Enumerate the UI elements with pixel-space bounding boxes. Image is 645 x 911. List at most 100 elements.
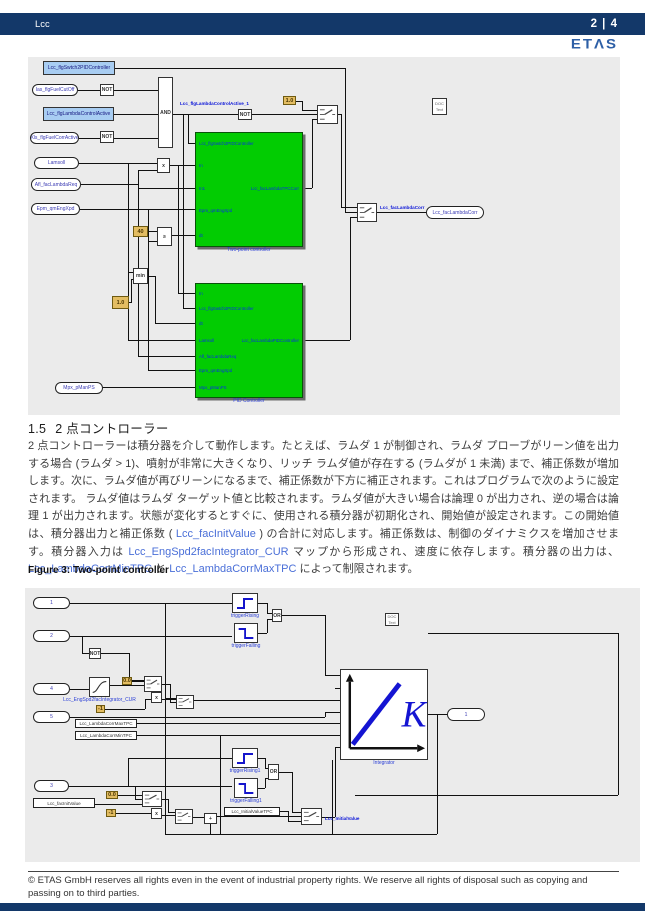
signal-wire (267, 603, 268, 613)
signal-wire (173, 114, 238, 115)
signal-wire (428, 714, 447, 715)
signal-wire (257, 788, 265, 789)
signal-wire (267, 619, 268, 633)
subsystem-inport-label: Afl_facLambdaReq (199, 354, 237, 359)
block-name-label: triggerFalling1 (230, 798, 262, 804)
inline-parameter-link[interactable]: Lcc_LambdaCorrMaxTPC (169, 563, 297, 576)
signal-wire (178, 165, 179, 293)
footer-divider (28, 871, 619, 872)
signal-wire (168, 799, 169, 812)
signal-wire (335, 700, 340, 701)
signal-wire (78, 90, 100, 91)
signal-wire (128, 758, 232, 759)
subsystem-inport-label: In (199, 291, 203, 296)
port-oval-ias-flgfuelcutoff: Ias_flgFuelCutOff (32, 84, 78, 96)
signal-wire (335, 747, 340, 748)
signal-wire (188, 114, 189, 143)
port-oval-lamsoll: Lamsoll (34, 157, 79, 169)
signal-label-lcc-initialvalue: Lcc_InitialValue (325, 816, 360, 821)
subsystem-inport-label: Lamsoll (199, 338, 215, 343)
doc-text-line: Text (435, 106, 444, 112)
page-bottom-bar (0, 903, 645, 911)
signal-wire (103, 387, 195, 388)
subsystem-inport-label: Mpx_pManPS (199, 385, 227, 390)
signal-wire (193, 817, 204, 818)
signal-wire (335, 688, 340, 689)
subsystem-inport-label: Lcc_flgSwtch2PIDController (199, 306, 254, 311)
block-name-label: triggerRising (230, 613, 260, 619)
paragraph-text: ) の合計に対応します。補正係数は、制御のダイナミクスを増加させます。積分器入力… (28, 527, 619, 558)
signal-wire (170, 165, 195, 166)
constant-block-0-0: 0.0 (122, 677, 132, 685)
signal-wire (114, 138, 158, 139)
subsystem-outport-label: Lcc_facLambdaPIDController (241, 338, 299, 343)
subsystem-inport-label: In1 (199, 186, 206, 191)
signal-wire (165, 603, 166, 834)
signal-wire (99, 653, 129, 654)
operator-block-x: x (151, 692, 162, 703)
signal-wire (335, 712, 340, 713)
signal-wire (183, 308, 195, 309)
subsystem-inport-label: Epm_qmEngXpd (199, 208, 233, 213)
signal-wire (350, 217, 357, 218)
signal-wire (188, 143, 195, 144)
signal-wire (128, 272, 133, 273)
signal-wire (155, 276, 156, 323)
trigger-block-triggerrising: triggerRising (231, 593, 259, 619)
signal-wire (131, 279, 132, 303)
trigger-block-triggerfalling1: triggerFalling1 (230, 778, 262, 804)
switch-block (176, 695, 194, 709)
inline-parameter-link[interactable]: Lcc_facInitValue (175, 527, 256, 540)
signal-wire (338, 114, 341, 115)
signal-wire (165, 834, 437, 835)
signal-wire (138, 170, 157, 171)
signal-wire (148, 209, 149, 370)
subsystem-inport-label: Epm_qmEngXpd (199, 368, 233, 373)
operator-block-min: min (133, 268, 148, 284)
parameter-block-lcc-facinitvalue: Lcc_facInitValue (33, 798, 95, 808)
signal-wire (194, 700, 340, 701)
parameter-block-lcc-initialvaluetpc: Lcc_InitialValueTPC (224, 807, 280, 816)
signal-wire (132, 681, 144, 682)
operator-block-not: NOT (238, 109, 252, 120)
signal-wire (325, 712, 326, 717)
signal-wire (335, 735, 340, 736)
signal-label-lcc-faclambdacorr: Lcc_facLambdaCorr (380, 205, 425, 210)
port-oval-dt: 5dt (33, 711, 70, 723)
inline-parameter-link[interactable]: Lcc_EngSpd2facIntegrator_CUR (128, 545, 289, 558)
doc-text-line: DOC (387, 614, 397, 620)
body-paragraph: 2 点コントローラーは積分器を介して動作します。たとえば、ラムダ 1 が制御され… (28, 438, 619, 579)
signal-wire (280, 811, 288, 812)
subsystem-outport-label: Lcc_facLambdaTPCCorr (250, 186, 299, 191)
signal-wire (303, 188, 312, 189)
signal-wire (82, 653, 89, 654)
signal-wire (114, 114, 158, 115)
switch-block (175, 809, 193, 824)
operator-block-and: AND (158, 77, 173, 148)
signal-wire (345, 212, 357, 213)
signal-wire (138, 356, 195, 357)
signal-wire (135, 799, 142, 800)
paragraph-text: マップから形成され、速度に依存します。積分器の出力は、 (288, 545, 619, 558)
signal-wire (95, 804, 142, 805)
operator-block-: ≥ (157, 227, 172, 246)
signal-wire (312, 119, 313, 188)
signal-wire (138, 188, 195, 189)
signal-wire (105, 709, 145, 710)
switch-block (357, 203, 377, 222)
svg-text:K: K (401, 695, 427, 736)
page-number: 2 | 4 (590, 18, 618, 30)
signal-wire (145, 699, 146, 709)
signal-wire (155, 323, 195, 324)
signal-wire (288, 811, 289, 821)
inline-parameter-link[interactable]: Lcc_LambdaCorrMinTPC (28, 563, 153, 576)
signal-wire (257, 633, 267, 634)
port-oval-in: 2In (33, 630, 70, 642)
inport-block-lcc-flglambdacontrolactive: Lcc_flgLambdaControlActive (43, 107, 114, 121)
signal-wire (332, 760, 333, 834)
signal-wire (131, 279, 133, 280)
signal-wire (145, 699, 151, 700)
